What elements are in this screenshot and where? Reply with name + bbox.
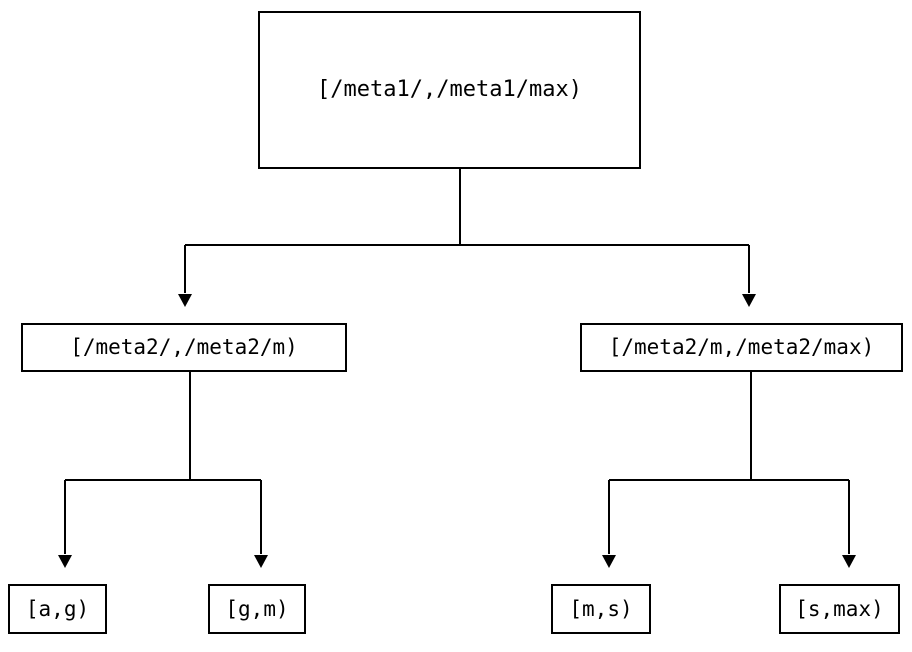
node-root[interactable]: [/meta1/,/meta1/max) xyxy=(258,11,641,169)
node-leaf-s-max[interactable]: [s,max) xyxy=(779,584,900,634)
node-mid-left-label: [/meta2/,/meta2/m) xyxy=(70,335,298,359)
arrowhead-leaf-1 xyxy=(58,555,72,568)
node-leaf-m-s-label: [m,s) xyxy=(569,596,633,621)
node-root-label: [/meta1/,/meta1/max) xyxy=(317,77,582,102)
node-leaf-m-s[interactable]: [m,s) xyxy=(551,584,651,634)
node-leaf-a-g[interactable]: [a,g) xyxy=(8,584,107,634)
arrowhead-leaf-4 xyxy=(842,555,856,568)
node-leaf-g-m[interactable]: [g,m) xyxy=(208,584,306,634)
node-leaf-s-max-label: [s,max) xyxy=(795,596,884,621)
arrowhead-mid-left xyxy=(178,294,192,307)
node-mid-right-label: [/meta2/m,/meta2/max) xyxy=(608,335,875,359)
arrowhead-mid-right xyxy=(742,294,756,307)
node-mid-right[interactable]: [/meta2/m,/meta2/max) xyxy=(580,323,903,372)
node-leaf-a-g-label: [a,g) xyxy=(25,596,90,621)
arrowhead-leaf-3 xyxy=(602,555,616,568)
node-leaf-g-m-label: [g,m) xyxy=(225,596,289,621)
arrowhead-leaf-2 xyxy=(254,555,268,568)
node-mid-left[interactable]: [/meta2/,/meta2/m) xyxy=(21,323,347,372)
